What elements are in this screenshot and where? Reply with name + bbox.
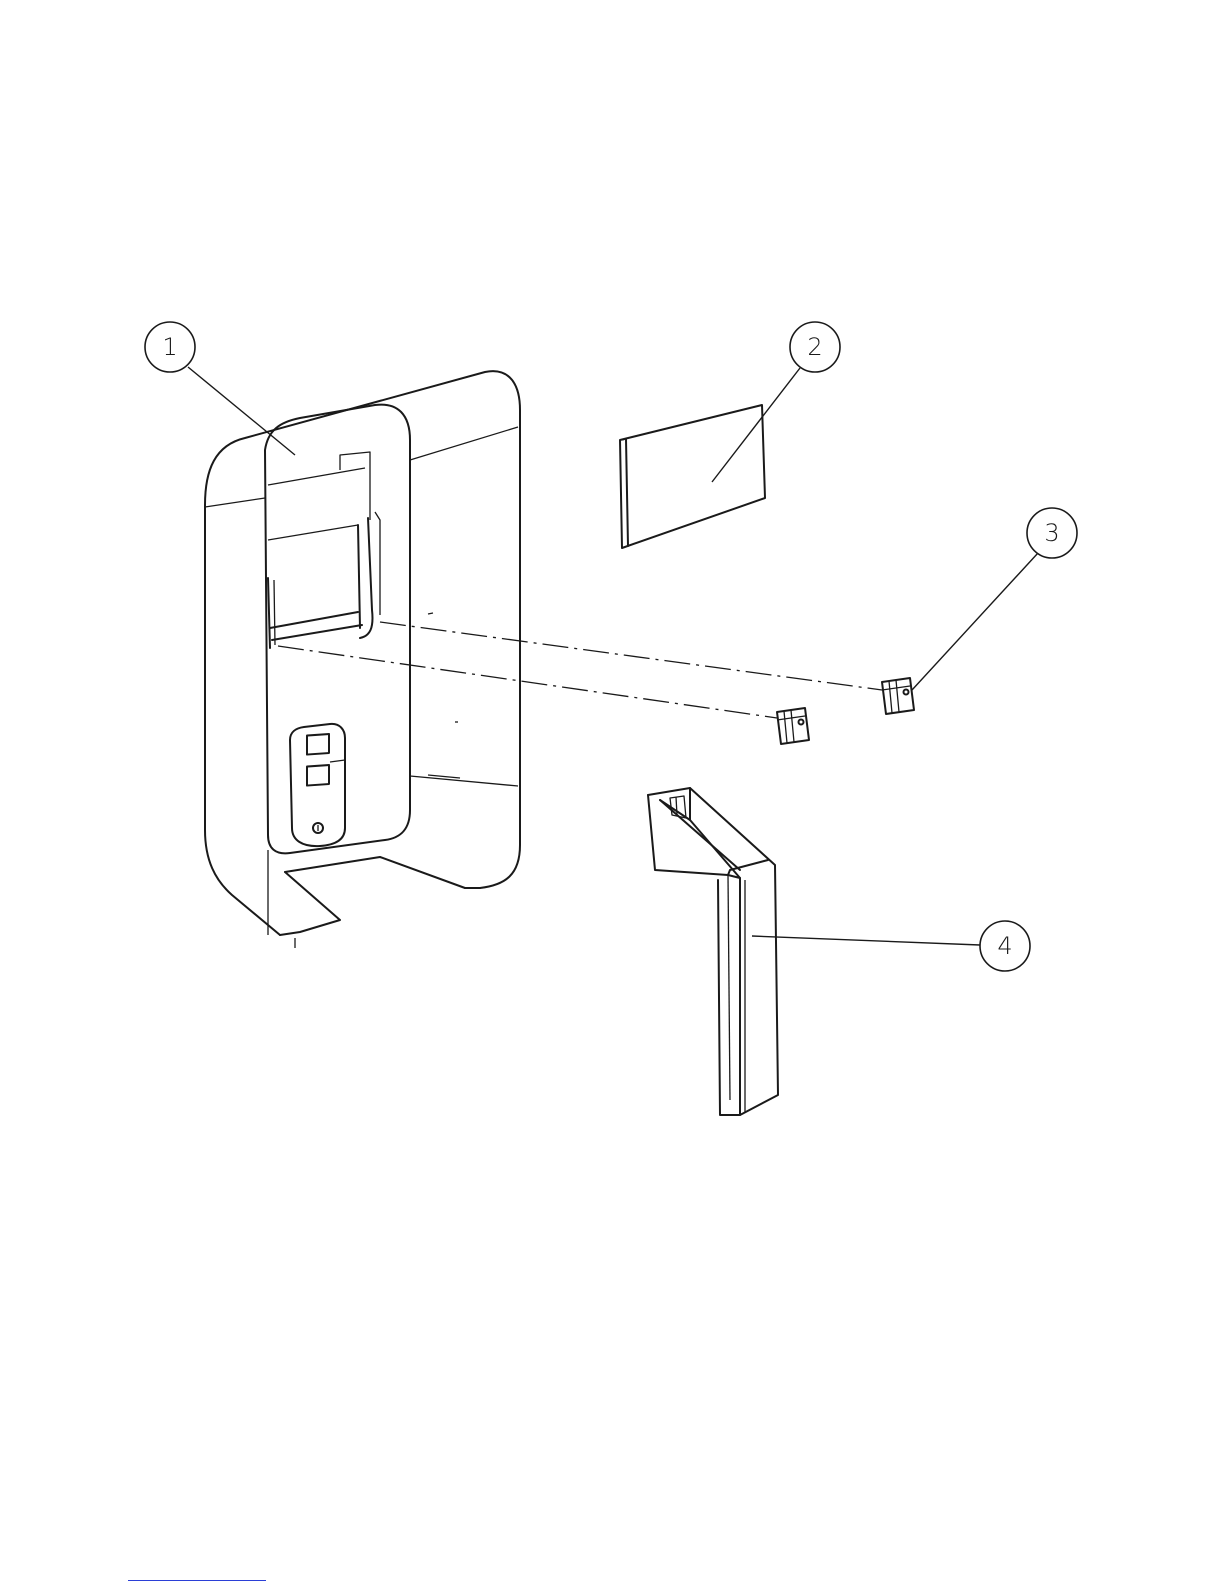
callout-1: 1 xyxy=(145,322,295,455)
callout-2: 2 xyxy=(712,322,840,482)
callout-1-label: 1 xyxy=(162,333,177,361)
callout-4-label: 4 xyxy=(997,932,1012,960)
part-4-cover xyxy=(648,788,778,1115)
part-3-clip-upper xyxy=(882,678,914,714)
part-3-clip-lower xyxy=(777,708,809,744)
bottom-rule-line xyxy=(128,1580,266,1581)
part-1-housing xyxy=(205,371,520,948)
assembly-line-lower xyxy=(278,646,777,718)
callout-3-label: 3 xyxy=(1044,519,1059,547)
callout-2-label: 2 xyxy=(807,333,822,361)
assembly-line-upper xyxy=(380,622,882,690)
callout-3: 3 xyxy=(912,508,1077,690)
callout-4: 4 xyxy=(752,921,1030,971)
part-2-panel xyxy=(620,405,765,548)
